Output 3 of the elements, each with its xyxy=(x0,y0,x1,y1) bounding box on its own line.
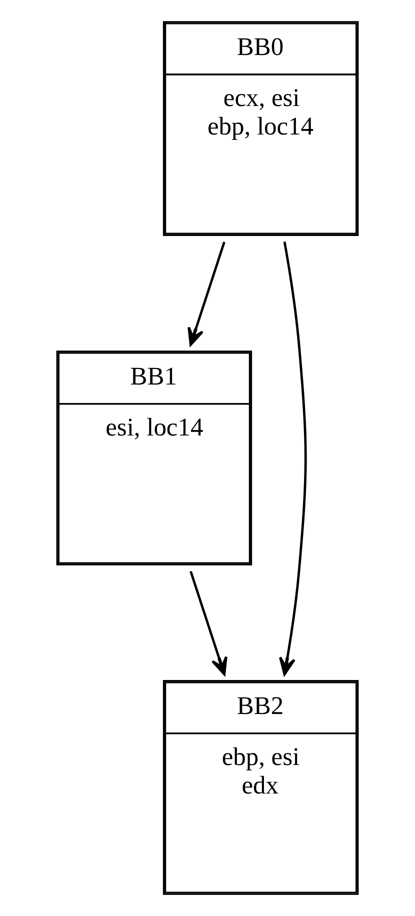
arrow xyxy=(190,571,228,676)
arrow xyxy=(188,242,226,346)
arrow xyxy=(279,242,307,676)
